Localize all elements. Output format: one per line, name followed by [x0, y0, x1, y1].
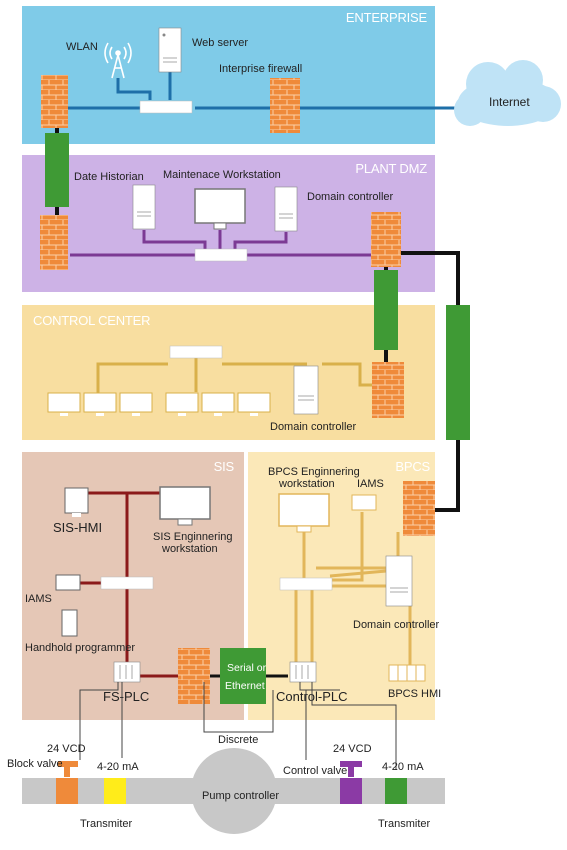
sis-iams-label: IAMS — [25, 593, 52, 605]
fs-plc-icon — [113, 661, 141, 683]
dmz-domain-controller-server-icon — [274, 186, 298, 232]
right-transmitter-label: Transmiter — [378, 818, 430, 830]
left-transmitter-icon — [104, 778, 126, 804]
enterprise-firewall-left-icon — [41, 75, 68, 128]
dmz-controlcenter-link — [374, 270, 398, 350]
bpcs-switch — [279, 577, 333, 591]
sis-iams-icon — [55, 574, 81, 591]
bpcs-iams-label: IAMS — [357, 478, 384, 490]
pump-controller-icon — [191, 748, 277, 834]
web-server-icon — [158, 27, 182, 73]
pump-controller-label: Pump controller — [202, 790, 279, 802]
plant-dmz-zone-label: PLANT DMZ — [355, 161, 427, 176]
wlan-label: WLAN — [66, 41, 98, 53]
discrete-text: Discrete — [218, 734, 258, 746]
ethernet-label: Ethernet — [225, 680, 265, 692]
field-wiring — [79, 682, 397, 770]
sis-engineering-workstation-icon — [159, 486, 211, 526]
wlan-antenna-icon — [104, 42, 132, 79]
control-center-network — [96, 358, 372, 393]
bpcs-hmi-label: BPCS HMI — [388, 688, 441, 700]
left-transmitter-label: Transmiter — [80, 818, 132, 830]
right-420-label: 4-20 mA — [382, 761, 424, 773]
control-valve-label: Control valve — [283, 765, 347, 777]
left-24vcd-label: 24 VCD — [47, 743, 86, 755]
control-center-firewall-icon — [372, 362, 404, 418]
control-plc-icon — [289, 661, 317, 683]
control-center-zone-label: CONTROL CENTER — [33, 313, 150, 328]
block-valve-icon — [56, 761, 78, 804]
dmz-domain-controller-label: Domain controller — [307, 191, 394, 203]
bpcs-hmi-icon — [388, 664, 426, 682]
bpcs-engineering-workstation-label-1: BPCS Enginnering — [268, 466, 360, 478]
bpcs-engineering-workstation-label-2: workstation — [278, 478, 335, 490]
dmz-firewall-right-icon — [371, 212, 401, 267]
operator-workstations-right — [165, 392, 271, 416]
enterprise-zone — [22, 6, 435, 144]
discrete-link — [203, 682, 274, 733]
fs-plc-label: FS-PLC — [103, 689, 149, 704]
enterprise-firewall-label: Interprise firewall — [219, 63, 302, 75]
backbone-links — [45, 88, 470, 512]
cc-domain-controller-label: Domain controller — [270, 421, 357, 433]
control-valve-icon — [340, 761, 362, 804]
cc-domain-controller-server-icon — [293, 365, 319, 415]
data-historian-label: Date Historian — [74, 171, 144, 183]
right-24vcd-label: 24 VCD — [333, 743, 372, 755]
handhold-programmer-icon — [61, 609, 78, 637]
serial-ethernet-link — [220, 648, 266, 704]
handhold-programmer-label: Handhold programmer — [25, 642, 135, 654]
bpcs-engineering-workstation-icon — [278, 493, 330, 533]
sis-engineering-workstation-label-2: workstation — [161, 543, 218, 555]
left-420-label: 4-20 mA — [97, 761, 139, 773]
control-center-zone — [22, 305, 435, 440]
sis-firewall-icon — [178, 648, 210, 704]
control-center-switch — [169, 345, 223, 359]
sis-switch — [100, 576, 154, 590]
bpcs-iams-icon — [351, 494, 377, 511]
internet-cloud-icon — [454, 60, 561, 126]
right-transmitter-icon — [385, 778, 407, 804]
enterprise-dmz-link — [45, 133, 69, 207]
bpcs-domain-controller-label: Domain controller — [353, 619, 440, 631]
dmz-switch — [194, 248, 248, 262]
internet-label: Internet — [489, 95, 530, 109]
dmz-network — [70, 230, 375, 257]
bpcs-firewall-icon — [403, 481, 435, 536]
dmz-firewall-left-icon — [40, 215, 68, 270]
data-historian-server-icon — [132, 184, 156, 230]
enterprise-network — [68, 72, 460, 114]
bpcs-domain-controller-server-icon — [385, 555, 413, 607]
maintenance-workstation-icon — [194, 188, 246, 230]
block-valve-label: Block valve — [7, 758, 63, 770]
dmz-bpcs-link — [446, 305, 470, 440]
sis-hmi-label: SIS-HMI — [53, 520, 102, 535]
sis-hmi-icon — [64, 487, 89, 517]
sis-engineering-workstation-label-1: SIS Enginnering — [153, 531, 233, 543]
bpcs-zone-label: BPCS — [395, 459, 430, 474]
sis-zone-label: SIS — [214, 459, 235, 474]
enterprise-zone-label: ENTERPRISE — [346, 10, 428, 25]
operator-workstations-left — [47, 392, 153, 416]
maintenance-workstation-label: Maintenace Workstation — [163, 169, 281, 181]
serial-label: Serial or — [227, 662, 267, 674]
enterprise-firewall-icon — [270, 78, 300, 133]
enterprise-switch — [139, 100, 193, 114]
web-server-label: Web server — [192, 37, 248, 49]
